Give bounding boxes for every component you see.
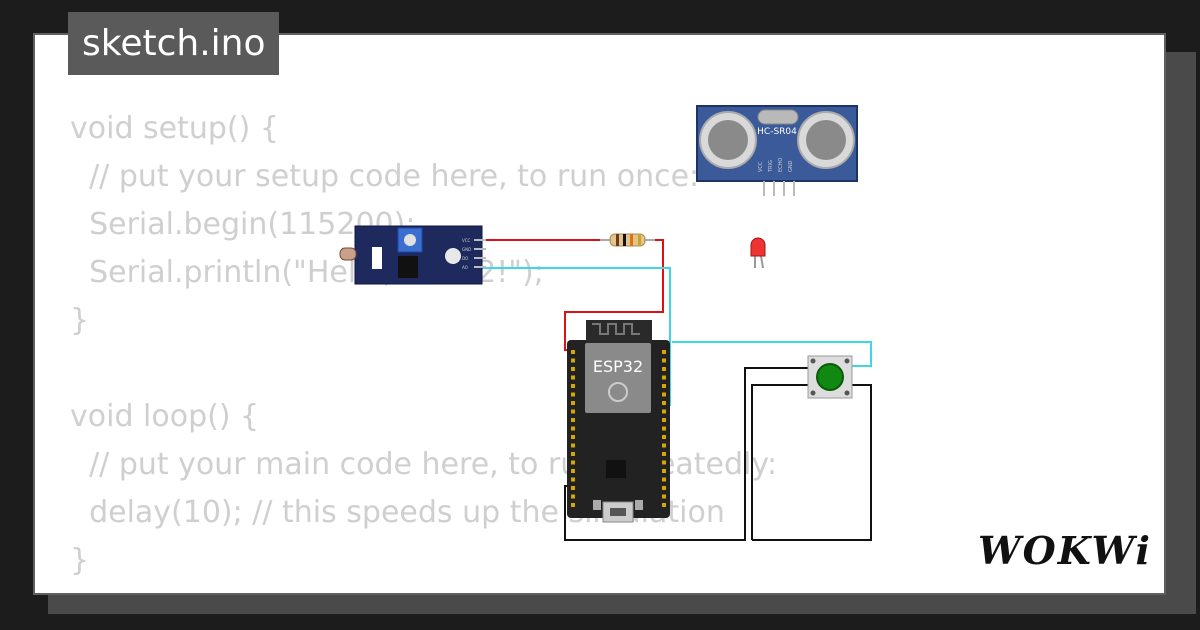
esp32-pin[interactable] xyxy=(571,358,575,363)
esp32-board[interactable]: ESP32 xyxy=(567,320,670,523)
esp32-pin[interactable] xyxy=(571,452,575,456)
esp32-pin[interactable] xyxy=(571,401,575,405)
ldr-pin-label: VCC xyxy=(462,238,471,243)
esp32-pin[interactable] xyxy=(662,435,666,439)
wire-cyan-button[interactable] xyxy=(672,341,872,367)
esp32-pin[interactable] xyxy=(662,384,666,388)
esp32-pin[interactable] xyxy=(662,392,666,397)
esp32-pin[interactable] xyxy=(571,503,575,507)
ultrasonic-pin-label: TRIG xyxy=(768,160,774,173)
code-line: void setup() { xyxy=(70,111,279,146)
esp32-pin[interactable] xyxy=(662,477,666,482)
esp32-pin[interactable] xyxy=(662,401,666,405)
ultrasonic-pin-label: GND xyxy=(788,160,794,172)
esp32-pin[interactable] xyxy=(662,375,666,380)
esp32-pin[interactable] xyxy=(571,367,575,371)
esp32-pin[interactable] xyxy=(571,460,575,465)
esp32-pin[interactable] xyxy=(571,486,575,490)
esp32-pins-right xyxy=(662,350,666,507)
code-line: } xyxy=(70,303,90,338)
ldr-pin-label: GND xyxy=(462,247,471,252)
esp32-pin[interactable] xyxy=(571,418,575,422)
code-line: void loop() { xyxy=(70,399,260,434)
esp32-pin[interactable] xyxy=(571,392,575,397)
esp32-pin[interactable] xyxy=(571,375,575,380)
esp32-pin[interactable] xyxy=(662,494,666,499)
code-line: } xyxy=(70,543,90,578)
esp32-pin[interactable] xyxy=(571,435,575,439)
esp32-pin[interactable] xyxy=(662,358,666,363)
esp32-pin[interactable] xyxy=(571,469,575,473)
resistor[interactable] xyxy=(600,233,655,247)
esp32-pin[interactable] xyxy=(571,409,575,414)
esp32-pin[interactable] xyxy=(571,477,575,482)
push-button[interactable] xyxy=(807,355,853,399)
esp32-pin[interactable] xyxy=(662,469,666,473)
esp32-pin[interactable] xyxy=(662,350,666,354)
wire-black-1[interactable] xyxy=(564,367,808,541)
ldr-pin-label: AO xyxy=(462,265,468,270)
esp32-pin[interactable] xyxy=(662,367,666,371)
esp32-pin[interactable] xyxy=(662,486,666,490)
ldr-pin-label: DO xyxy=(462,256,468,261)
esp32-label: ESP32 xyxy=(593,357,643,376)
photoresistor-module[interactable]: VCC GND DO AO xyxy=(339,225,486,285)
ultrasonic-sensor[interactable]: HC-SR04 VCC TRIG ECHO GND xyxy=(696,105,858,196)
esp32-pin[interactable] xyxy=(571,494,575,499)
esp32-pin[interactable] xyxy=(662,426,666,431)
preview-card: void setup() { // put your setup code he… xyxy=(33,33,1166,595)
esp32-pin[interactable] xyxy=(662,418,666,422)
esp32-pin[interactable] xyxy=(571,443,575,448)
wokwi-logo: WOKWi xyxy=(978,528,1152,573)
esp32-pins-left xyxy=(571,350,575,507)
esp32-pin[interactable] xyxy=(662,452,666,456)
esp32-pin[interactable] xyxy=(571,350,575,354)
esp32-pin[interactable] xyxy=(571,426,575,431)
esp32-pin[interactable] xyxy=(662,409,666,414)
code-line: // put your main code here, to run repea… xyxy=(70,447,778,482)
wire-black-2[interactable] xyxy=(751,384,872,541)
file-tab[interactable]: sketch.ino xyxy=(68,12,280,75)
esp32-pin[interactable] xyxy=(571,384,575,388)
red-led[interactable] xyxy=(750,237,766,269)
esp32-pin[interactable] xyxy=(662,503,666,507)
ultrasonic-label: HC-SR04 xyxy=(757,127,797,137)
code-preview: void setup() { // put your setup code he… xyxy=(70,105,777,585)
ultrasonic-pin-label: VCC xyxy=(758,161,764,172)
code-line: // put your setup code here, to run once… xyxy=(70,159,700,194)
ultrasonic-pin-label: ECHO xyxy=(778,158,784,172)
wire-red[interactable] xyxy=(482,239,664,351)
esp32-pin[interactable] xyxy=(662,443,666,448)
esp32-pin[interactable] xyxy=(662,460,666,465)
